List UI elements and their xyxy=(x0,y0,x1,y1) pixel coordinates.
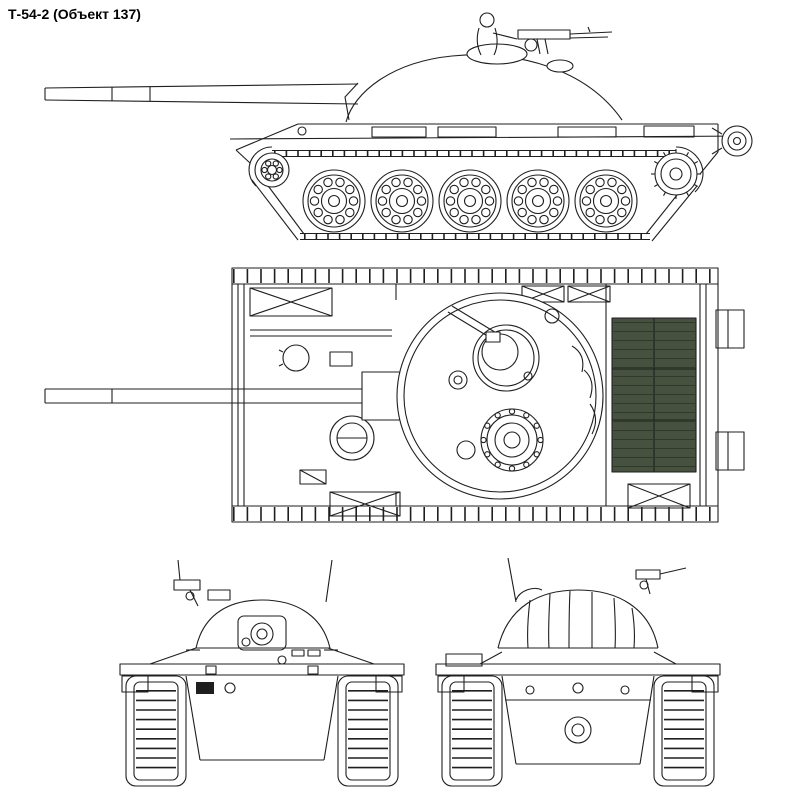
track-rear-right xyxy=(653,675,715,787)
filler-cap xyxy=(329,415,375,461)
fender-stowage-box xyxy=(437,126,497,138)
exhaust-box xyxy=(643,125,695,138)
road-wheel xyxy=(370,169,434,233)
rear-bolt xyxy=(572,682,584,694)
stowage-rib xyxy=(613,597,616,649)
antenna xyxy=(507,557,517,603)
road-wheel xyxy=(302,169,366,233)
hatch-x-panel xyxy=(249,287,333,317)
engine-deck xyxy=(611,317,697,473)
fender xyxy=(119,663,405,676)
driver-periscope xyxy=(291,649,305,657)
stowage-rib xyxy=(631,607,635,649)
hull-rear xyxy=(435,651,721,765)
top-view xyxy=(44,267,745,523)
gun-barrel xyxy=(44,83,359,105)
tow-hook xyxy=(205,665,217,675)
horn xyxy=(224,682,236,694)
periscope-port xyxy=(448,370,468,390)
track-band-top xyxy=(231,267,719,285)
fender-stowage-box xyxy=(557,126,617,138)
headlight xyxy=(297,126,307,136)
mantlet-front xyxy=(237,615,287,651)
small-dome xyxy=(544,308,560,324)
track-rear-left xyxy=(441,675,503,787)
external-fuel-tank xyxy=(715,309,745,349)
rear-bolt xyxy=(620,685,630,695)
mud-flap xyxy=(691,675,719,693)
turret-plan xyxy=(396,292,604,500)
idler-wheel xyxy=(254,152,290,188)
stowage-strap xyxy=(589,403,597,435)
aa-mg-plan xyxy=(447,305,501,343)
mud-flap xyxy=(437,675,465,693)
hatch-x-panel xyxy=(567,285,611,303)
periscope-port-center xyxy=(453,375,463,385)
external-fuel-tank xyxy=(715,431,745,471)
drawing-title: Т-54-2 (Объект 137) xyxy=(8,6,141,22)
periscope-housing xyxy=(329,351,353,367)
mg-port xyxy=(241,637,251,647)
turret-rear xyxy=(497,557,687,649)
running-gear xyxy=(248,146,704,242)
hull-front xyxy=(119,647,405,761)
road-wheel xyxy=(574,169,638,233)
cupola-front xyxy=(207,589,231,601)
turret xyxy=(344,43,623,123)
stowage-strap xyxy=(571,345,584,373)
stowage-rib xyxy=(548,593,551,649)
transmission-hatch xyxy=(564,716,592,744)
mud-flap xyxy=(375,675,403,693)
antenna xyxy=(325,559,333,603)
commander-cupola-plan xyxy=(472,324,540,392)
rear-roller xyxy=(711,125,753,157)
road-wheel xyxy=(438,169,502,233)
gun-muzzle-endon xyxy=(250,622,274,646)
track-front-left xyxy=(125,675,187,787)
aa-mg-rear xyxy=(635,567,687,595)
tow-hook xyxy=(307,665,319,675)
aa-mg-front xyxy=(173,559,201,607)
gun-barrel-plan xyxy=(44,371,415,421)
rear-bolt xyxy=(525,685,535,695)
loader-hatch xyxy=(480,408,544,472)
rear-view xyxy=(435,557,721,787)
gunner-figure xyxy=(476,12,518,56)
access-panel xyxy=(299,469,327,485)
hull-side xyxy=(229,123,753,175)
cupola-rear xyxy=(515,587,543,601)
road-wheel xyxy=(506,169,570,233)
front-view xyxy=(119,559,405,787)
track-front-right xyxy=(337,675,399,787)
exhaust-pipe xyxy=(445,653,483,667)
turret-front xyxy=(173,559,333,651)
driver-hatch xyxy=(278,344,310,372)
aa-machine-gun xyxy=(517,26,613,55)
mud-flap xyxy=(121,675,149,693)
ventilator-dome xyxy=(546,59,574,73)
signal-light xyxy=(277,655,287,665)
driver-periscope xyxy=(307,649,321,657)
stowage-rib xyxy=(527,599,531,649)
stowage-strap xyxy=(583,369,593,399)
vent-port xyxy=(456,440,476,460)
side-view xyxy=(44,12,753,242)
headlight-cluster xyxy=(196,682,214,694)
hatch-x-panel xyxy=(627,483,691,509)
hatch-x-panel xyxy=(329,491,401,517)
fender-stowage-box xyxy=(371,126,427,138)
fender xyxy=(435,663,721,676)
stowage-rib xyxy=(568,590,571,649)
